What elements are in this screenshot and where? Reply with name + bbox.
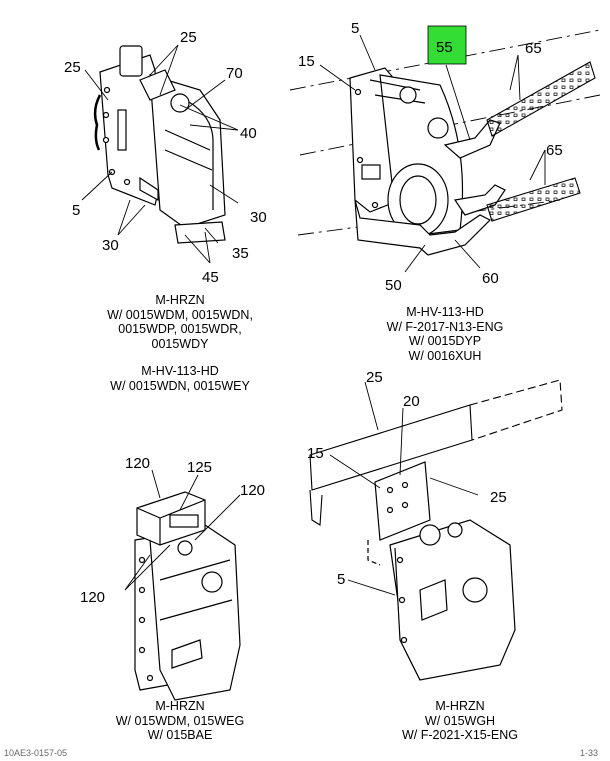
callout: 120 (80, 589, 105, 606)
caption-line: W/ 015BAE (147, 728, 213, 742)
callout: 15 (298, 53, 315, 70)
highlight-box-55 (427, 25, 467, 65)
caption-line: M-HRZN (155, 699, 205, 713)
callout: 5 (351, 20, 359, 37)
caption-line: W/ 015WDM, 015WEG (115, 713, 245, 728)
callout: 15 (307, 445, 324, 462)
callout: 40 (240, 125, 257, 142)
callout: 25 (180, 29, 197, 46)
callout: 5 (337, 571, 345, 588)
callout: 30 (102, 237, 119, 254)
caption-line: W/ 0015DYP (408, 334, 482, 348)
callout: 5 (72, 202, 80, 219)
caption-line: W/ F-2021-X15-ENG (401, 728, 518, 742)
caption-line: 0015WDP, 0015WDR, (118, 322, 242, 336)
caption-top-left-1: M-HRZN W/ 0015WDM, 0015WDN, 0015WDP, 001… (60, 293, 300, 351)
tank-assembly-top-left (93, 45, 226, 244)
callout: 25 (64, 59, 81, 76)
callout: 50 (385, 277, 402, 294)
caption-bottom-right: M-HRZN W/ 015WGH W/ F-2021-X15-ENG (360, 699, 560, 743)
callout: 45 (202, 269, 219, 286)
callout: 70 (226, 65, 243, 82)
callout-highlighted: 55 (436, 39, 453, 56)
caption-line: W/ 0015WDN, 0015WEY (110, 378, 250, 393)
tank-assembly-bottom-left (134, 491, 241, 701)
caption-top-left-2: M-HV-113-HD W/ 0015WDN, 0015WEY (60, 364, 300, 393)
caption-top-right: M-HV-113-HD W/ F-2017-N13-ENG W/ 0015DYP… (345, 305, 545, 363)
callout: 65 (525, 40, 542, 57)
callout: 25 (366, 369, 383, 386)
caption-line: W/ 0015WDM, 0015WDN, (107, 307, 253, 322)
caption-line: W/ 015WGH (424, 713, 496, 728)
callout: 25 (490, 489, 507, 506)
caption-line: M-HRZN (435, 699, 485, 713)
step-tread-upper (486, 61, 596, 137)
callout: 35 (232, 245, 249, 262)
document-id: 10AE3-0157-05 (4, 748, 68, 758)
page-number: 1-33 (580, 748, 599, 758)
callout: 20 (403, 393, 420, 410)
step-tread-lower (486, 177, 581, 222)
caption-line: W/ F-2017-N13-ENG (386, 319, 504, 334)
callout: 65 (546, 142, 563, 159)
caption-line: W/ 0016XUH (408, 348, 482, 363)
caption-line: 0015WDY (151, 336, 209, 351)
leader-lines (81, 34, 546, 596)
callout: 120 (125, 455, 150, 472)
frame-rail-bottom-right (309, 379, 563, 526)
callout: 125 (187, 459, 212, 476)
callout: 120 (240, 482, 265, 499)
callout: 60 (482, 270, 499, 287)
caption-line: M-HV-113-HD (141, 364, 219, 378)
tank-assembly-top-right (349, 67, 506, 256)
callout: 30 (250, 209, 267, 226)
caption-bottom-left: M-HRZN W/ 015WDM, 015WEG W/ 015BAE (80, 699, 280, 743)
tank-assembly-bottom-right (367, 461, 516, 681)
caption-line: M-HRZN (155, 293, 205, 307)
caption-line: M-HV-113-HD (406, 305, 484, 319)
